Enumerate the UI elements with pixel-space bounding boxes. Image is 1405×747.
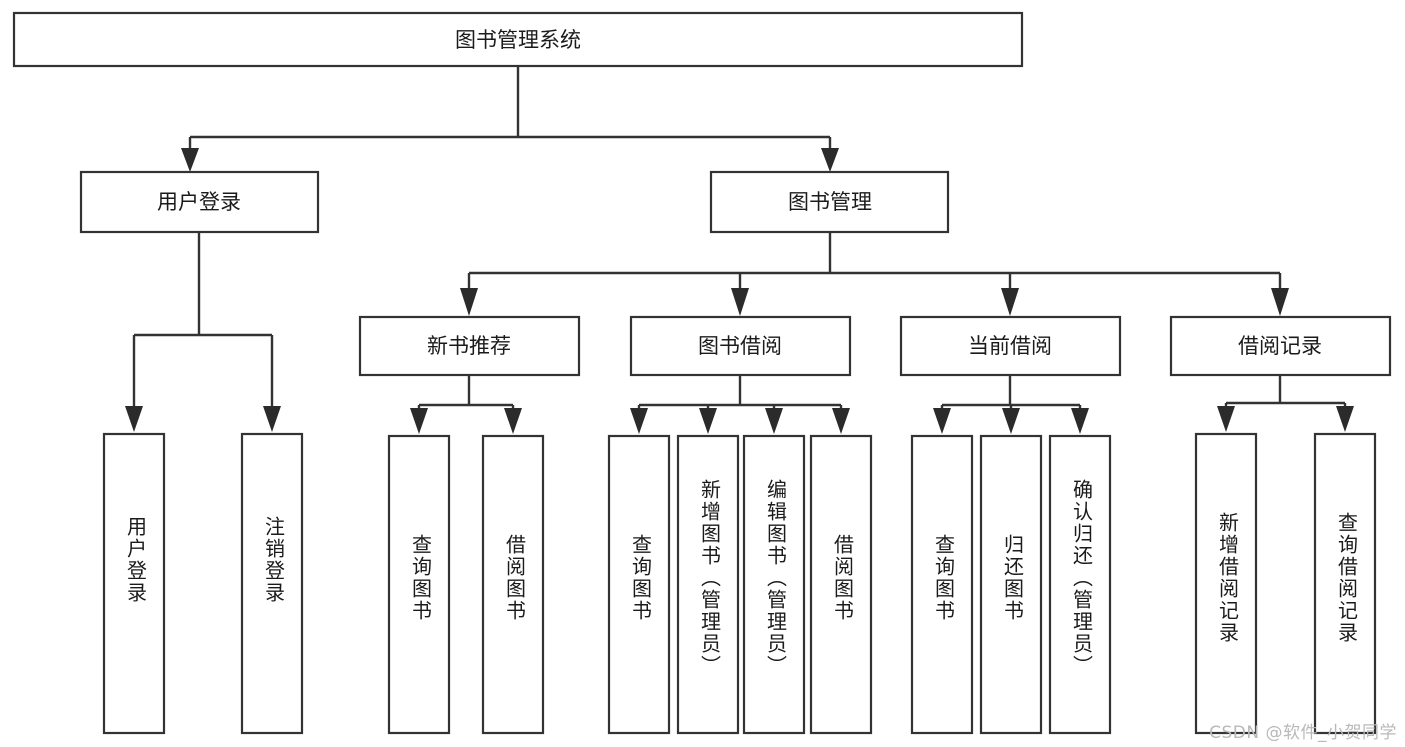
arrow-book-mgmt-1 (460, 288, 478, 316)
arrow-current-3 (1071, 408, 1089, 434)
node-current-borrow[interactable]: 当前借阅 (899, 315, 1122, 377)
leaf-current-2[interactable]: 归还图书 (979, 434, 1043, 735)
leaf-borrow-1[interactable]: 查询图书 (607, 434, 671, 735)
leaf-current-1[interactable]: 查询图书 (910, 434, 974, 735)
leaf-borrow-2-label: 新增图书（管理员） (698, 479, 722, 677)
connector-group-records (1217, 375, 1354, 432)
leaf-borrow-4-label: 借阅图书 (831, 534, 855, 622)
arrow-book-mgmt-2 (731, 288, 749, 316)
node-user-login-box[interactable] (79, 170, 320, 234)
node-new-book-recommend[interactable]: 新书推荐 (358, 315, 581, 377)
node-user-login[interactable]: 用户登录 (79, 170, 320, 234)
connector-group-borrow (630, 375, 850, 434)
leaf-borrow-2-box[interactable] (676, 434, 740, 735)
connector-group-user-login (125, 232, 281, 432)
leaf-records-2-label: 查询借阅记录 (1335, 512, 1359, 644)
arrow-records-1 (1217, 406, 1235, 432)
node-new-book-recommend-box[interactable] (358, 315, 581, 377)
leaf-new-books-1-box[interactable] (387, 434, 451, 735)
leaf-new-books-2-box[interactable] (481, 434, 545, 735)
leaf-current-3-label: 确认归还（管理员） (1070, 479, 1094, 677)
leaf-records-1-box[interactable] (1194, 432, 1258, 735)
arrow-current-1 (933, 408, 951, 434)
node-current-borrow-label: 当前借阅 (968, 334, 1052, 358)
arrow-to-book-mgmt (821, 148, 839, 172)
leaf-borrow-1-label: 查询图书 (629, 534, 653, 622)
leaf-records-2-box[interactable] (1313, 432, 1377, 735)
leaf-borrow-1-box[interactable] (607, 434, 671, 735)
leaf-current-3[interactable]: 确认归还（管理员） (1048, 434, 1112, 735)
node-root-box[interactable] (12, 11, 1024, 68)
leaf-user-login-2[interactable]: 注销登录 (240, 432, 304, 735)
arrow-borrow-2 (699, 408, 717, 434)
leaf-user-login-1-label: 用户登录 (124, 516, 148, 604)
arrow-borrow-1 (630, 408, 648, 434)
leaf-borrow-3[interactable]: 编辑图书（管理员） (742, 434, 806, 735)
leaf-user-login-2-box[interactable] (240, 432, 304, 735)
node-root[interactable]: 图书管理系统 (12, 11, 1024, 68)
node-book-borrow-label: 图书借阅 (698, 334, 782, 358)
leaf-user-login-1-box[interactable] (102, 432, 166, 735)
arrow-to-user-login (181, 148, 199, 172)
leaf-records-1-label: 新增借阅记录 (1216, 512, 1240, 644)
leaf-borrow-2[interactable]: 新增图书（管理员） (676, 434, 740, 735)
arrow-current-2 (1002, 408, 1020, 434)
connector-group-current (933, 375, 1089, 434)
leaf-current-3-box[interactable] (1048, 434, 1112, 735)
arrow-borrow-4 (832, 408, 850, 434)
node-book-management[interactable]: 图书管理 (709, 170, 950, 234)
arrow-new-books-1 (410, 408, 428, 434)
node-book-borrow[interactable]: 图书借阅 (629, 315, 852, 377)
leaf-current-2-label: 归还图书 (1001, 534, 1025, 622)
node-borrow-records-label: 借阅记录 (1238, 334, 1322, 358)
connector-group-book-mgmt (460, 232, 1289, 316)
arrow-borrow-3 (765, 408, 783, 434)
node-current-borrow-box[interactable] (899, 315, 1122, 377)
node-borrow-records[interactable]: 借阅记录 (1169, 315, 1392, 377)
node-book-borrow-box[interactable] (629, 315, 852, 377)
leaf-new-books-1[interactable]: 查询图书 (387, 434, 451, 735)
leaf-current-1-label: 查询图书 (932, 534, 956, 622)
node-new-book-recommend-label: 新书推荐 (427, 334, 511, 358)
leaf-user-login-2-label: 注销登录 (262, 516, 286, 604)
leaf-records-2[interactable]: 查询借阅记录 (1313, 432, 1377, 735)
node-root-label: 图书管理系统 (455, 28, 581, 52)
leaf-current-1-box[interactable] (910, 434, 974, 735)
leaf-borrow-4-box[interactable] (809, 434, 873, 735)
leaf-records-1[interactable]: 新增借阅记录 (1194, 432, 1258, 735)
leaf-current-2-box[interactable] (979, 434, 1043, 735)
arrow-new-books-2 (504, 408, 522, 434)
arrow-user-login-1 (125, 406, 143, 432)
leaf-new-books-2-label: 借阅图书 (503, 534, 527, 622)
node-borrow-records-box[interactable] (1169, 315, 1392, 377)
node-user-login-label: 用户登录 (157, 190, 241, 214)
arrow-book-mgmt-3 (1001, 288, 1019, 316)
leaf-new-books-1-label: 查询图书 (409, 534, 433, 622)
node-book-management-box[interactable] (709, 170, 950, 234)
connector-group-new-books (410, 375, 522, 434)
arrow-user-login-2 (263, 406, 281, 432)
leaf-borrow-3-box[interactable] (742, 434, 806, 735)
node-book-management-label: 图书管理 (788, 190, 872, 214)
arrow-records-2 (1336, 406, 1354, 432)
leaf-user-login-1[interactable]: 用户登录 (102, 432, 166, 735)
arrow-book-mgmt-4 (1271, 288, 1289, 316)
leaf-new-books-2[interactable]: 借阅图书 (481, 434, 545, 735)
leaf-borrow-3-label: 编辑图书（管理员） (764, 479, 788, 677)
connector-group-root (181, 66, 839, 172)
leaf-borrow-4[interactable]: 借阅图书 (809, 434, 873, 735)
